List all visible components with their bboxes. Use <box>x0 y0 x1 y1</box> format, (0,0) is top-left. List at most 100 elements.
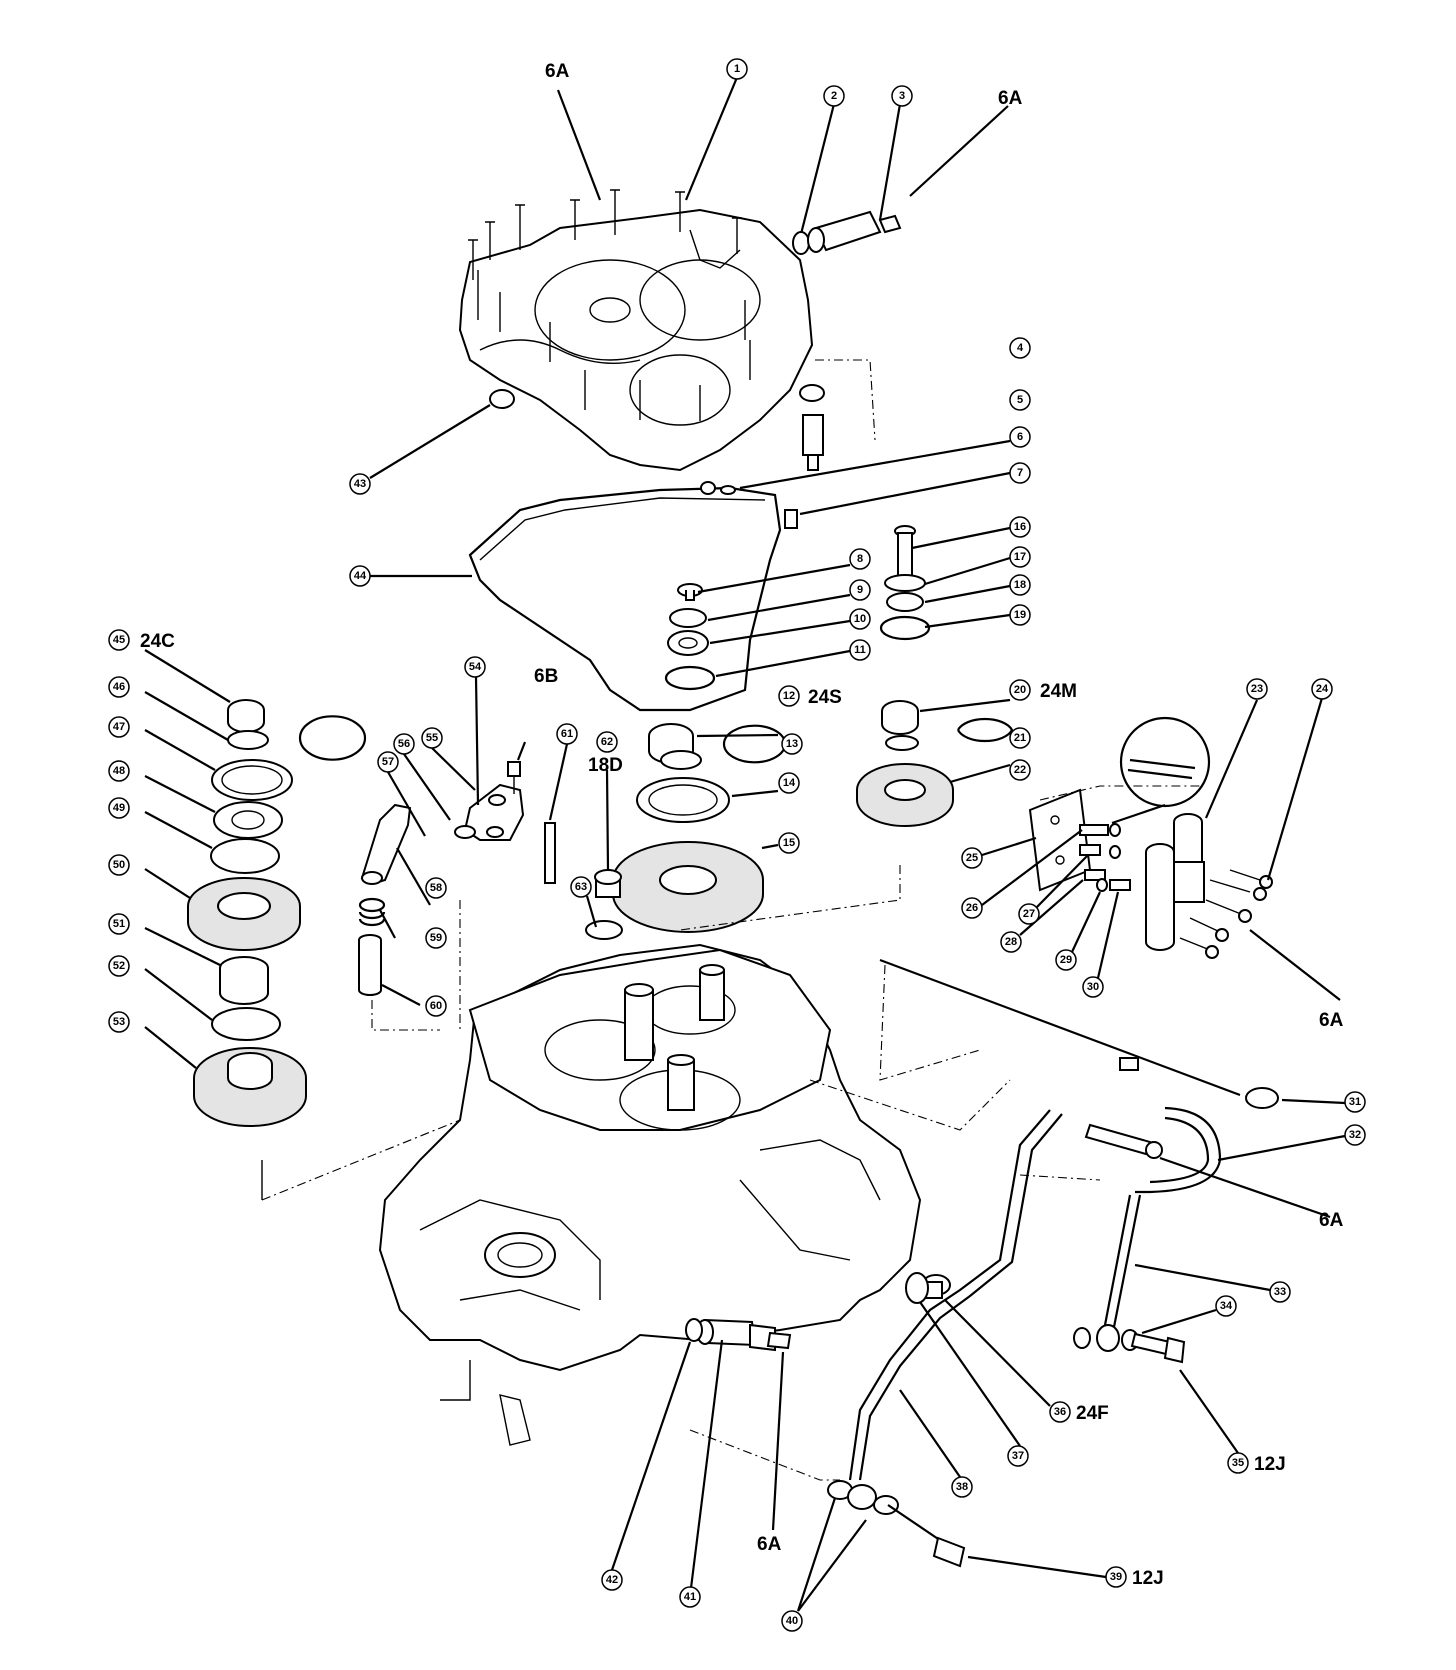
callout-5: 5 <box>1009 389 1031 411</box>
callout-46: 46 <box>108 676 130 698</box>
spec-24f: 24F <box>1076 1403 1109 1424</box>
svg-text:44: 44 <box>354 570 367 582</box>
bolt-6a-pipe <box>1084 1123 1163 1159</box>
callout-25: 25 <box>961 847 983 869</box>
gear-15 <box>612 841 764 933</box>
svg-text:52: 52 <box>113 960 125 972</box>
washers-34 <box>1073 1324 1139 1352</box>
svg-text:57: 57 <box>382 756 394 768</box>
svg-text:55: 55 <box>426 732 438 744</box>
svg-text:23: 23 <box>1251 683 1263 695</box>
svg-text:49: 49 <box>113 802 125 814</box>
svg-text:50: 50 <box>113 859 125 871</box>
bolt-36 <box>919 1274 951 1299</box>
svg-text:54: 54 <box>469 661 482 673</box>
svg-text:53: 53 <box>113 1016 125 1028</box>
callout-34: 34 <box>1215 1295 1237 1317</box>
callout-48: 48 <box>108 760 130 782</box>
callout-27: 27 <box>1018 903 1040 925</box>
callout-52: 52 <box>108 955 130 977</box>
washer-4 <box>799 384 825 402</box>
svg-text:33: 33 <box>1274 1286 1286 1298</box>
svg-text:58: 58 <box>430 882 442 894</box>
callout-54: 54 <box>464 656 486 678</box>
svg-text:15: 15 <box>783 837 795 849</box>
callout-23: 23 <box>1246 678 1268 700</box>
plate-25 <box>1028 788 1092 892</box>
svg-text:36: 36 <box>1054 1406 1066 1418</box>
bearing-14 <box>636 777 730 823</box>
callout-40: 40 <box>781 1610 803 1632</box>
callout-22: 22 <box>1009 759 1031 781</box>
callout-12: 12 <box>778 685 800 707</box>
svg-text:27: 27 <box>1023 908 1035 920</box>
bearing-51 <box>219 956 269 1005</box>
dowel-6 <box>700 481 736 495</box>
pin-7 <box>784 509 798 529</box>
callout-2: 2 <box>823 85 845 107</box>
svg-text:51: 51 <box>113 918 125 930</box>
svg-text:19: 19 <box>1014 609 1026 621</box>
callout-44: 44 <box>349 565 371 587</box>
detail-circle <box>1119 716 1211 808</box>
pin-61 <box>544 822 556 884</box>
pipe-33 <box>1103 1194 1142 1328</box>
dowels-26-30 <box>1079 823 1131 892</box>
callout-13: 13 <box>781 733 803 755</box>
svg-text:4: 4 <box>1017 342 1024 354</box>
svg-text:63: 63 <box>575 881 587 893</box>
svg-text:20: 20 <box>1014 684 1026 696</box>
callout-4: 4 <box>1009 337 1031 359</box>
bolt-39 <box>887 1504 966 1568</box>
shaft-stack-16-19 <box>879 525 931 641</box>
callout-28: 28 <box>1000 931 1022 953</box>
callout-51: 51 <box>108 913 130 935</box>
callout-6: 6 <box>1009 426 1031 448</box>
svg-text:12: 12 <box>783 690 795 702</box>
callout-7: 7 <box>1009 462 1031 484</box>
spec-6b: 6B <box>534 666 558 687</box>
spec-6a-side: 6A <box>1319 1010 1344 1031</box>
spec-12j-39: 12J <box>1132 1568 1164 1589</box>
callout-32: 32 <box>1344 1124 1366 1146</box>
svg-text:5: 5 <box>1017 394 1023 406</box>
svg-text:34: 34 <box>1220 1300 1233 1312</box>
gasket-44 <box>468 486 782 712</box>
callout-10: 10 <box>849 608 871 630</box>
callout-43: 43 <box>349 473 371 495</box>
oring-2 <box>792 231 810 255</box>
svg-text:62: 62 <box>601 736 613 748</box>
callout-36: 36 <box>1049 1401 1071 1423</box>
svg-text:9: 9 <box>857 584 863 596</box>
seal-43 <box>489 389 515 409</box>
lever-57 <box>360 803 412 885</box>
callout-19: 19 <box>1009 604 1031 626</box>
svg-text:24: 24 <box>1316 683 1329 695</box>
spec-6a-top-right: 6A <box>998 88 1023 109</box>
callout-55: 55 <box>421 727 443 749</box>
svg-text:37: 37 <box>1012 1450 1024 1462</box>
callout-58: 58 <box>425 877 447 899</box>
svg-text:25: 25 <box>966 852 978 864</box>
svg-text:13: 13 <box>786 738 798 750</box>
callout-39: 39 <box>1105 1566 1127 1588</box>
callout-29: 29 <box>1055 949 1077 971</box>
svg-text:47: 47 <box>113 721 125 733</box>
svg-text:18: 18 <box>1014 579 1026 591</box>
callout-41: 41 <box>679 1586 701 1608</box>
callout-53: 53 <box>108 1011 130 1033</box>
sensor-3 <box>807 210 902 253</box>
callout-56: 56 <box>393 733 415 755</box>
callout-33: 33 <box>1269 1281 1291 1303</box>
svg-text:1: 1 <box>734 63 740 75</box>
svg-text:7: 7 <box>1017 467 1023 479</box>
spec-24s: 24S <box>808 687 842 708</box>
spec-12j-35: 12J <box>1254 1454 1286 1475</box>
callout-37: 37 <box>1007 1445 1029 1467</box>
callout-3: 3 <box>891 85 913 107</box>
shim-21 <box>885 735 919 751</box>
svg-text:14: 14 <box>783 777 796 789</box>
svg-text:28: 28 <box>1005 936 1017 948</box>
dipstick-31 <box>879 958 1279 1109</box>
